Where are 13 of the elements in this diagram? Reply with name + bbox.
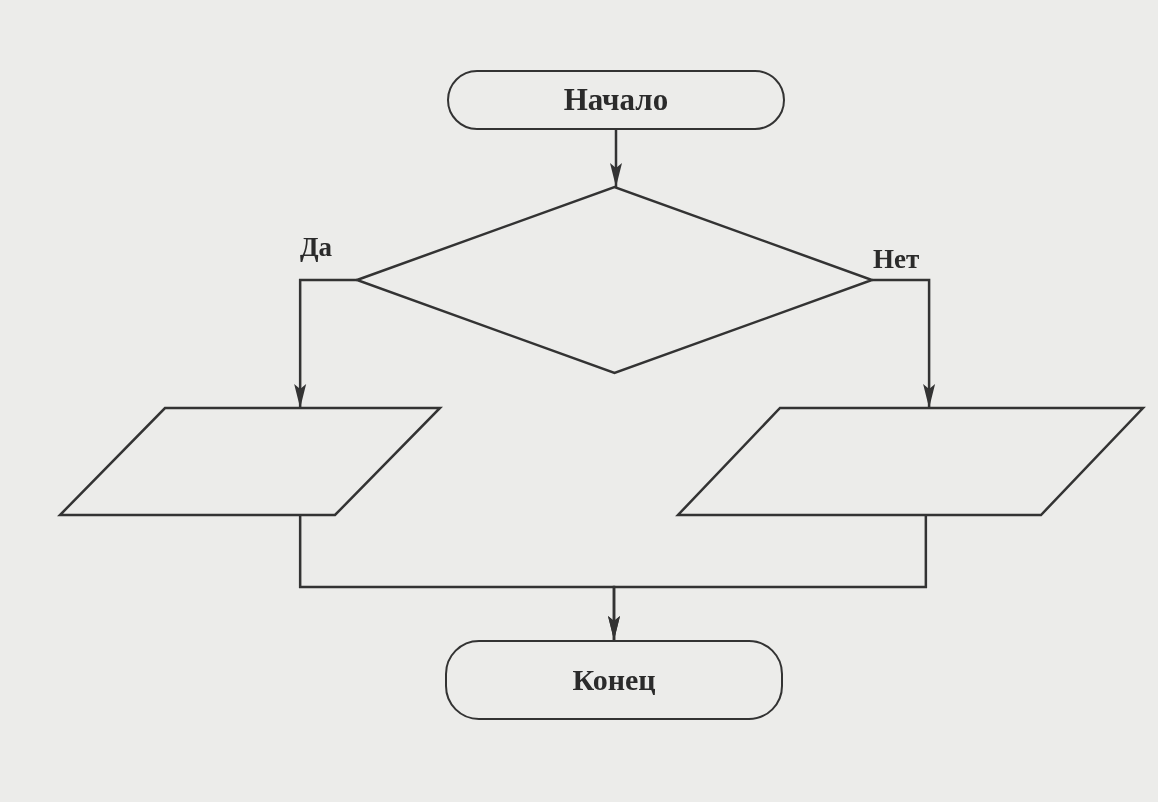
arrow xyxy=(608,515,928,640)
decision-diamond xyxy=(357,187,872,373)
edge-label: Нет xyxy=(873,244,920,274)
arrow xyxy=(610,130,622,187)
io-parallelogram xyxy=(60,408,440,515)
io-parallelogram xyxy=(678,408,1143,515)
node-text: Начало xyxy=(563,82,669,118)
edge-label: Да xyxy=(300,232,333,262)
arrow xyxy=(872,278,936,408)
terminator-box xyxy=(447,70,785,130)
arrow xyxy=(294,278,357,408)
node-text: Конец xyxy=(572,663,656,697)
terminator-box xyxy=(445,640,783,720)
